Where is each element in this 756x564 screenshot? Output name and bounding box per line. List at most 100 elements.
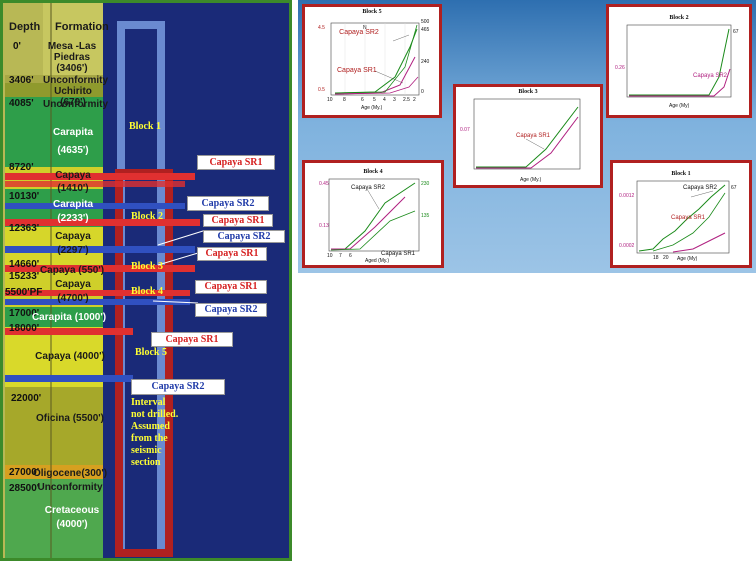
series-label: Capaya SR2 xyxy=(683,185,718,191)
tick: 0.0002 xyxy=(619,243,635,249)
depth-label: 10130' xyxy=(9,191,40,202)
sr2-label: Capaya SR2 xyxy=(131,379,225,395)
layer-oligocene xyxy=(5,465,103,479)
tick: 500 xyxy=(421,19,430,25)
chart-block3: Block 3 Capaya SR1 0.07 Age (My.) xyxy=(453,84,603,188)
sr1-label: Capaya SR1 xyxy=(151,332,233,347)
depth-label: 0' xyxy=(13,41,21,52)
tick: 0 xyxy=(421,89,424,95)
formation-header: Formation xyxy=(55,21,109,33)
depth-label: 28500' xyxy=(9,483,40,494)
depth-label: 12363' xyxy=(9,223,40,234)
formation-label: (2233') xyxy=(57,213,89,224)
formation-label: Carapita xyxy=(52,199,93,210)
formation-label: Capaya (550') xyxy=(39,265,105,276)
formation-label: Cretaceous xyxy=(44,505,100,516)
formation-label: (1410') xyxy=(57,183,89,194)
stratigraphic-diagram xyxy=(3,3,204,558)
block-label: Block 1 xyxy=(129,121,161,132)
formation-label: Capaya xyxy=(55,170,91,181)
formation-label: (4635') xyxy=(57,145,89,156)
series-label: Capaya SR2 xyxy=(339,29,379,36)
series-label: Capaya SR2 xyxy=(693,73,728,79)
sr1-bar-1 xyxy=(5,173,195,180)
sr1-label: Capaya SR1 xyxy=(195,280,267,294)
series-label: Capaya SR1 xyxy=(381,251,416,257)
sr1-bar-3 xyxy=(5,265,195,272)
sr2-label: Capaya SR2 xyxy=(187,196,269,211)
sr1-bar-2 xyxy=(5,219,200,226)
tick: 0.13 xyxy=(319,223,329,229)
block1-plot xyxy=(636,180,730,254)
tick: 10 xyxy=(327,253,333,259)
formation-label: Unconformity xyxy=(43,99,108,110)
depth-label: 3406' xyxy=(9,75,34,86)
sr2-bar-2 xyxy=(5,246,195,253)
sr1-label: Capaya SR1 xyxy=(197,155,275,170)
tick: 2.5 xyxy=(403,97,410,103)
layer-cretaceous xyxy=(5,479,103,558)
tick: 4 xyxy=(383,97,386,103)
depth-label: 27000' xyxy=(9,467,40,478)
expulsion-charts-area: Block 5 N Capaya SR2 Capaya SR1 4.5 0.5 … xyxy=(298,0,756,273)
formation-label: Capaya xyxy=(55,231,91,242)
sr1-bar-1b xyxy=(5,181,185,187)
formation-label: (4700') xyxy=(57,293,89,304)
series-label: Capaya SR2 xyxy=(351,185,386,191)
tick: 20 xyxy=(663,255,669,261)
tick: 10 xyxy=(327,97,333,103)
depth-label: 5500'PF xyxy=(5,287,43,298)
layer-uchirito xyxy=(5,83,103,97)
formation-label: Carapita (1000') xyxy=(31,312,107,323)
formation-label: Carapita xyxy=(52,127,93,138)
depth-label: 18000' xyxy=(9,323,40,334)
tick: 0.0012 xyxy=(619,193,635,199)
chart-block2: Block 2 Capaya SR2 0.26 67 Age (My) xyxy=(606,4,752,118)
formation-label: (2297') xyxy=(57,245,89,256)
tick: 0.5 xyxy=(318,87,325,93)
x-axis-label: Aged (My.) xyxy=(365,258,390,264)
block3-plot xyxy=(473,98,581,170)
tick: 8 xyxy=(343,97,346,103)
formation-label: Uchirito (679') xyxy=(54,86,92,108)
layer-carapita-3 xyxy=(5,307,103,327)
tick: 4.5 xyxy=(318,25,325,31)
formation-label: Oficina (5500') xyxy=(36,413,104,424)
chart-block1: Block 1 Capaya SR2 Capaya SR1 0.0012 0.0… xyxy=(610,160,752,268)
sr1-label: Capaya SR1 xyxy=(197,247,267,261)
depth-label: 14660' xyxy=(9,259,40,270)
depth-label: 22000' xyxy=(11,393,42,404)
sr2-label: Capaya SR2 xyxy=(203,230,285,243)
tick: 67 xyxy=(733,29,739,35)
tick: 0.07 xyxy=(460,127,470,133)
block2-plot xyxy=(626,24,732,98)
x-axis-label: Age (My.) xyxy=(520,177,542,183)
tick: 0.45 xyxy=(319,181,329,187)
layer-carapita-1 xyxy=(5,97,103,167)
formation-label: Mesa -Las Piedras xyxy=(47,41,97,63)
series-label: Capaya SR1 xyxy=(671,215,706,221)
tick: 18 xyxy=(653,255,659,261)
chart-block4: Block 4 Capaya SR2 Capaya SR1 0.45 0.13 … xyxy=(302,160,444,268)
tick: 465 xyxy=(421,27,430,33)
x-axis-label: Age (My) xyxy=(669,103,690,109)
block-label: Block 4 xyxy=(131,286,163,297)
formation-label: Capaya (4000') xyxy=(35,351,105,362)
sr1-bar-4 xyxy=(5,290,190,296)
depth-header: Depth xyxy=(9,21,41,33)
tick: 240 xyxy=(421,59,430,65)
formation-label: Capaya xyxy=(55,279,91,290)
formation-label: Oligocene(300') xyxy=(33,468,108,479)
series-label: Capaya SR1 xyxy=(516,133,551,139)
sr2-bar-3 xyxy=(5,299,190,305)
tick: 67 xyxy=(731,185,737,191)
tick: 3 xyxy=(393,97,396,103)
formation-label: Unconformity xyxy=(37,482,103,493)
block-label: Block 5 xyxy=(135,347,167,358)
block4-plot xyxy=(328,178,420,252)
x-axis-label: Age (My.) xyxy=(361,105,383,111)
series-label: Capaya SR1 xyxy=(337,67,377,74)
block5-plot xyxy=(330,22,420,96)
formation-label: (4000') xyxy=(56,519,88,530)
